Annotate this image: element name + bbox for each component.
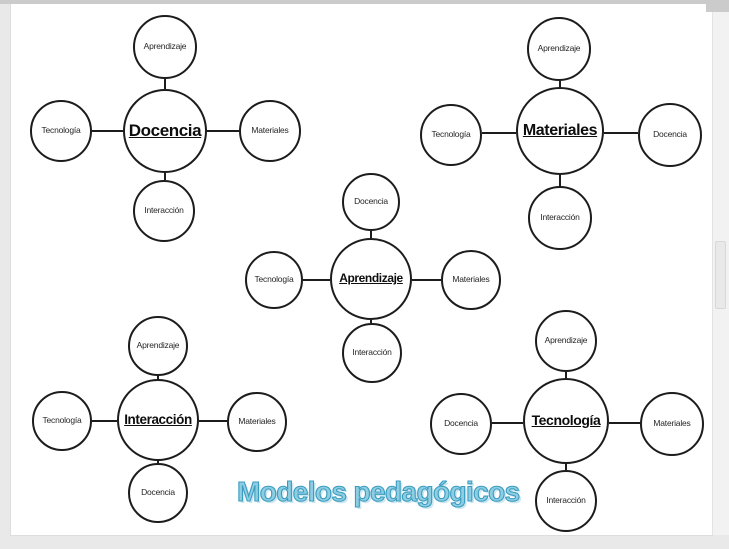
node-label: Interacción: [540, 212, 580, 223]
node-docencia-top[interactable]: Aprendizaje: [133, 15, 197, 79]
connector-materiales-bottom: [559, 175, 561, 186]
connector-aprendizaje-bottom: [370, 320, 372, 323]
node-materiales-left[interactable]: Tecnología: [420, 104, 482, 166]
node-label: Tecnología: [41, 125, 81, 136]
node-label: Aprendizaje: [537, 43, 581, 54]
connector-interaccion-left: [92, 420, 117, 422]
connector-docencia-bottom: [164, 173, 166, 180]
node-interaccion-top[interactable]: Aprendizaje: [128, 316, 188, 376]
node-aprendizaje-center[interactable]: Aprendizaje: [330, 238, 412, 320]
connector-materiales-right: [604, 132, 638, 134]
node-materiales-bottom[interactable]: Interacción: [528, 186, 592, 250]
node-label: Docencia: [128, 120, 202, 140]
node-interaccion-right[interactable]: Materiales: [227, 392, 287, 452]
connector-interaccion-bottom: [157, 461, 159, 463]
node-label: Tecnología: [254, 274, 294, 285]
node-label: Materiales: [251, 125, 289, 136]
node-interaccion-bottom[interactable]: Docencia: [128, 463, 188, 523]
node-label: Interacción: [546, 495, 586, 506]
connector-docencia-top: [164, 79, 166, 89]
node-label: Tecnología: [431, 129, 471, 140]
node-materiales-center[interactable]: Materiales: [516, 87, 604, 175]
node-label: Docencia: [354, 196, 388, 207]
node-aprendizaje-left[interactable]: Tecnología: [245, 251, 303, 309]
node-label: Docencia: [444, 418, 478, 429]
node-label: Interacción: [144, 205, 184, 216]
node-docencia-left[interactable]: Tecnología: [30, 100, 92, 162]
connector-docencia-left: [92, 130, 123, 132]
connector-interaccion-right: [199, 420, 227, 422]
canvas-corner: [706, 0, 729, 12]
scrollbar-thumb[interactable]: [715, 241, 726, 309]
node-materiales-right[interactable]: Docencia: [638, 103, 702, 167]
node-aprendizaje-right[interactable]: Materiales: [441, 250, 501, 310]
node-label: Tecnología: [531, 412, 601, 429]
connector-tecnologia-bottom: [565, 464, 567, 470]
connector-materiales-top: [559, 81, 561, 87]
node-label: Interacción: [352, 347, 392, 358]
node-tecnologia-top[interactable]: Aprendizaje: [535, 310, 597, 372]
node-docencia-right[interactable]: Materiales: [239, 100, 301, 162]
node-label: Aprendizaje: [136, 340, 180, 351]
connector-tecnologia-right: [609, 422, 640, 424]
node-label: Tecnología: [42, 415, 82, 426]
node-label: Aprendizaje: [143, 41, 187, 52]
node-label: Aprendizaje: [339, 271, 403, 286]
canvas-top-edge: [0, 0, 729, 4]
connector-materiales-left: [482, 132, 516, 134]
node-label: Docencia: [141, 487, 175, 498]
node-label: Materiales: [238, 416, 276, 427]
connector-interaccion-top: [157, 376, 159, 379]
connector-aprendizaje-right: [412, 279, 441, 281]
node-label: Docencia: [653, 129, 687, 140]
connector-docencia-right: [207, 130, 239, 132]
node-docencia-bottom[interactable]: Interacción: [133, 180, 195, 242]
node-tecnologia-bottom[interactable]: Interacción: [535, 470, 597, 532]
node-aprendizaje-bottom[interactable]: Interacción: [342, 323, 402, 383]
node-tecnologia-center[interactable]: Tecnología: [523, 378, 609, 464]
node-label: Interacción: [124, 411, 192, 427]
node-interaccion-center[interactable]: Interacción: [117, 379, 199, 461]
node-docencia-center[interactable]: Docencia: [123, 89, 207, 173]
connector-tecnologia-left: [492, 422, 523, 424]
connector-aprendizaje-top: [370, 231, 372, 238]
node-tecnologia-right[interactable]: Materiales: [640, 392, 704, 456]
node-aprendizaje-top[interactable]: Docencia: [342, 173, 400, 231]
node-label: Materiales: [452, 274, 490, 285]
connector-aprendizaje-left: [303, 279, 330, 281]
node-label: Materiales: [653, 418, 691, 429]
node-interaccion-left[interactable]: Tecnología: [32, 391, 92, 451]
node-tecnologia-left[interactable]: Docencia: [430, 393, 492, 455]
connector-tecnologia-top: [565, 372, 567, 378]
node-label: Materiales: [522, 122, 598, 140]
node-label: Aprendizaje: [544, 335, 588, 346]
node-materiales-top[interactable]: Aprendizaje: [527, 17, 591, 81]
slide-title[interactable]: Modelos pedagógicos: [236, 475, 520, 507]
